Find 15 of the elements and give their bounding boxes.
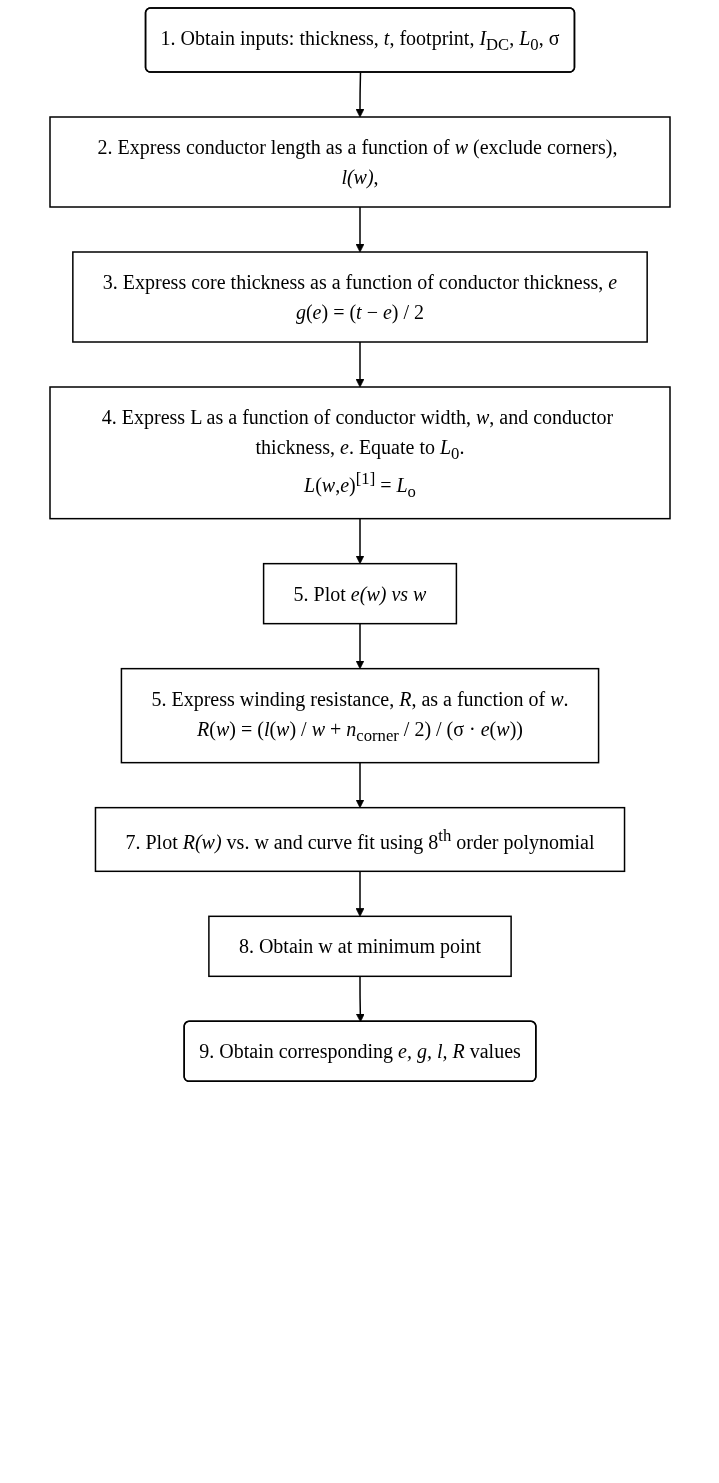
arrow — [355, 341, 364, 388]
arrow — [355, 71, 364, 118]
node-box: 3. Express core thickness as a function of conductor thickness, e g(e) = (t − e) / 2 — [71, 251, 648, 343]
node-box: 5. Plot e(w) vs w — [262, 562, 457, 625]
node-box: 4. Express L as a function of conductor width, w, and conductor thickness, e. Equate to L$_{0}$. L(w,e)$^{[1]}$ = L$_{o}$ — [48, 386, 671, 520]
node-box: 2. Express conductor length as a function of w (exclude corners), l(w), — [48, 116, 671, 208]
node-box: 7. Plot R(w) vs. w and curve fit using 8$^{th}$ order polynomial — [94, 806, 625, 873]
arrow — [355, 622, 364, 670]
arrow — [355, 517, 364, 565]
node-box: 5. Express winding resistance, R, as a function of w. R(w) = (l(w) / w + n$_{corner}$ / 2) / (σ · e(w)) — [120, 667, 599, 764]
arrow — [355, 761, 364, 809]
arrow — [355, 206, 364, 253]
node-box: 8. Obtain w at minimum point — [207, 915, 512, 978]
arrow — [355, 870, 364, 917]
arrow — [355, 975, 365, 1023]
